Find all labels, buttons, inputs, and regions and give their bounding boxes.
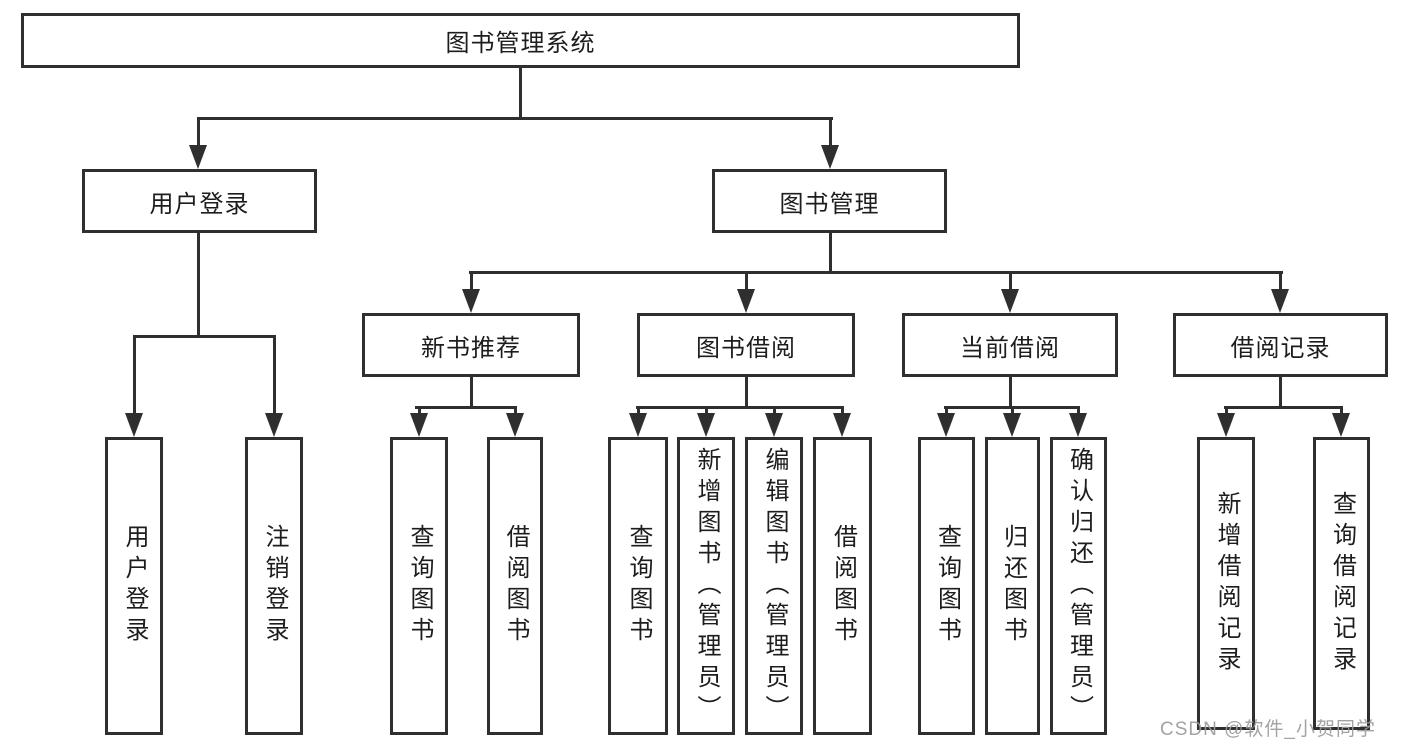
connector-group-stem — [1009, 377, 1012, 408]
arrow-down-icon — [1271, 289, 1289, 313]
leaf-bb-borrow-books: 借阅图书 — [813, 437, 872, 735]
arrow-down-icon — [833, 413, 851, 437]
node-user-login-label: 用户登录 — [149, 190, 250, 218]
arrow-down-icon — [697, 413, 715, 437]
arrow-down-icon — [1217, 413, 1235, 437]
connector-leaf-stem — [705, 406, 708, 417]
node-book-borrow: 图书借阅 — [637, 313, 855, 377]
leaf-bb-add-books-admin-label: 新增图书（管理员） — [693, 446, 720, 726]
arrow-down-icon — [937, 413, 955, 437]
connector-leaf-stem — [418, 406, 421, 417]
arrow-down-icon — [629, 413, 647, 437]
connector-leaf-stem — [1225, 406, 1228, 417]
leaf-nb-borrow-books-label: 借阅图书 — [502, 524, 529, 648]
connector-leaf-stem — [773, 406, 776, 417]
node-book-borrow-label: 图书借阅 — [696, 334, 796, 362]
leaf-cb-return-books: 归还图书 — [985, 437, 1040, 735]
node-book-management: 图书管理 — [712, 169, 947, 233]
node-user-login: 用户登录 — [82, 169, 317, 233]
connector-l3-stem — [1009, 271, 1012, 293]
leaf-nb-query-books-label: 查询图书 — [406, 524, 433, 648]
connector-l3-stem — [745, 271, 748, 293]
connector-leaf-stem — [1340, 406, 1343, 417]
arrow-down-icon — [125, 413, 143, 437]
connector-group-stem — [745, 377, 748, 408]
connector-l2-distributor — [197, 117, 833, 120]
connector-leaf-stem — [841, 406, 844, 417]
connector-leaf-stem — [637, 406, 640, 417]
leaf-nb-borrow-books: 借阅图书 — [487, 437, 543, 735]
leaf-br-query-record-label: 查询借阅记录 — [1328, 490, 1356, 677]
arrow-down-icon — [821, 145, 839, 169]
arrow-down-icon — [1332, 413, 1350, 437]
connector-l2-stem-left — [197, 117, 200, 147]
node-new-book-recommend: 新书推荐 — [362, 313, 580, 377]
connector-group-distributor — [415, 406, 517, 409]
leaf-logout-login-label: 注销登录 — [261, 524, 288, 648]
node-new-book-recommend-label: 新书推荐 — [421, 334, 521, 362]
csdn-watermark: CSDN @软件_小贺同学 — [1160, 719, 1376, 740]
node-book-management-label: 图书管理 — [779, 190, 880, 218]
arrow-down-icon — [737, 289, 755, 313]
connector-leaf-stem — [945, 406, 948, 417]
connector-leaf-stem — [133, 335, 136, 417]
node-current-borrow: 当前借阅 — [902, 313, 1118, 377]
leaf-bb-edit-books-admin-label: 编辑图书（管理员） — [761, 446, 788, 726]
connector-book-mgmt-stem — [829, 233, 832, 274]
connector-group-stem — [470, 377, 473, 408]
leaf-bb-edit-books-admin: 编辑图书（管理员） — [745, 437, 803, 735]
connector-leaf-stem — [514, 406, 517, 417]
leaf-bb-query-books-label: 查询图书 — [625, 524, 652, 648]
leaf-bb-query-books: 查询图书 — [608, 437, 668, 735]
arrow-down-icon — [189, 145, 207, 169]
node-current-borrow-label: 当前借阅 — [960, 334, 1060, 362]
connector-leaf-stem — [273, 335, 276, 417]
leaf-logout-login: 注销登录 — [245, 437, 303, 735]
connector-leaf-stem — [1011, 406, 1014, 417]
arrow-down-icon — [1001, 289, 1019, 313]
leaf-br-query-record: 查询借阅记录 — [1313, 437, 1370, 730]
connector-l3-stem — [470, 271, 473, 293]
leaf-bb-borrow-books-label: 借阅图书 — [829, 524, 857, 648]
connector-l3-stem — [1279, 271, 1282, 293]
connector-group-distributor — [636, 406, 844, 409]
leaf-cb-query-books-label: 查询图书 — [933, 524, 961, 648]
connector-l2-stem-right — [829, 117, 832, 147]
leaf-user-login: 用户登录 — [105, 437, 163, 735]
connector-root-stem — [519, 68, 522, 119]
leaf-cb-return-books-label: 归还图书 — [999, 524, 1027, 648]
leaf-cb-query-books: 查询图书 — [918, 437, 975, 735]
arrow-down-icon — [462, 289, 480, 313]
arrow-down-icon — [506, 413, 524, 437]
leaf-cb-confirm-return-admin: 确认归还（管理员） — [1050, 437, 1107, 735]
leaf-cb-confirm-return-admin-label: 确认归还（管理员） — [1065, 446, 1093, 726]
arrow-down-icon — [265, 413, 283, 437]
arrow-down-icon — [1003, 413, 1021, 437]
leaf-user-login-label: 用户登录 — [121, 524, 148, 648]
leaf-br-add-record: 新增借阅记录 — [1197, 437, 1255, 730]
connector-user-login-distributor — [133, 335, 276, 338]
node-library-system-label: 图书管理系统 — [445, 30, 596, 57]
node-library-system: 图书管理系统 — [21, 13, 1020, 68]
arrow-down-icon — [1069, 413, 1087, 437]
connector-group-stem — [1279, 377, 1282, 408]
arrow-down-icon — [765, 413, 783, 437]
node-borrow-records: 借阅记录 — [1173, 313, 1388, 377]
leaf-br-add-record-label: 新增借阅记录 — [1213, 490, 1240, 677]
leaf-bb-add-books-admin: 新增图书（管理员） — [677, 437, 735, 735]
node-borrow-records-label: 借阅记录 — [1230, 334, 1331, 362]
connector-group-distributor — [1224, 406, 1343, 409]
connector-l3-distributor — [469, 271, 1283, 274]
connector-leaf-stem — [1077, 406, 1080, 417]
arrow-down-icon — [410, 413, 428, 437]
leaf-nb-query-books: 查询图书 — [390, 437, 448, 735]
connector-user-login-stem — [197, 233, 200, 337]
